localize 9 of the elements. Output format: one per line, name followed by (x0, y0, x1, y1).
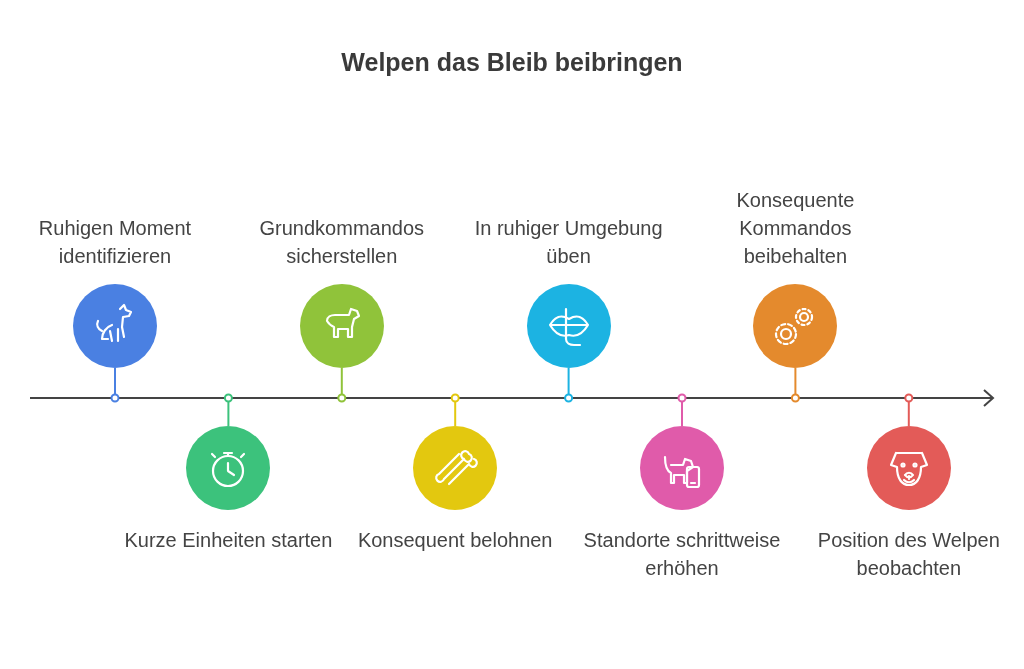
step-label: Standorte schrittweise erhöhen (582, 528, 782, 581)
step-label: Kurze Einheiten starten (123, 528, 334, 553)
step-label: Konsequente Kommandos beibehalten (735, 188, 856, 269)
step-label: Ruhigen Moment identifizieren (37, 216, 193, 269)
step-label: Konsequent belohnen (356, 528, 554, 553)
step-label: In ruhiger Umgebung üben (473, 216, 664, 269)
step-label: Grundkommandos sicherstellen (258, 216, 426, 269)
diagram-title: Welpen das Bleib beibringen (340, 48, 684, 77)
step-label: Position des Welpen beobachten (816, 528, 1001, 581)
